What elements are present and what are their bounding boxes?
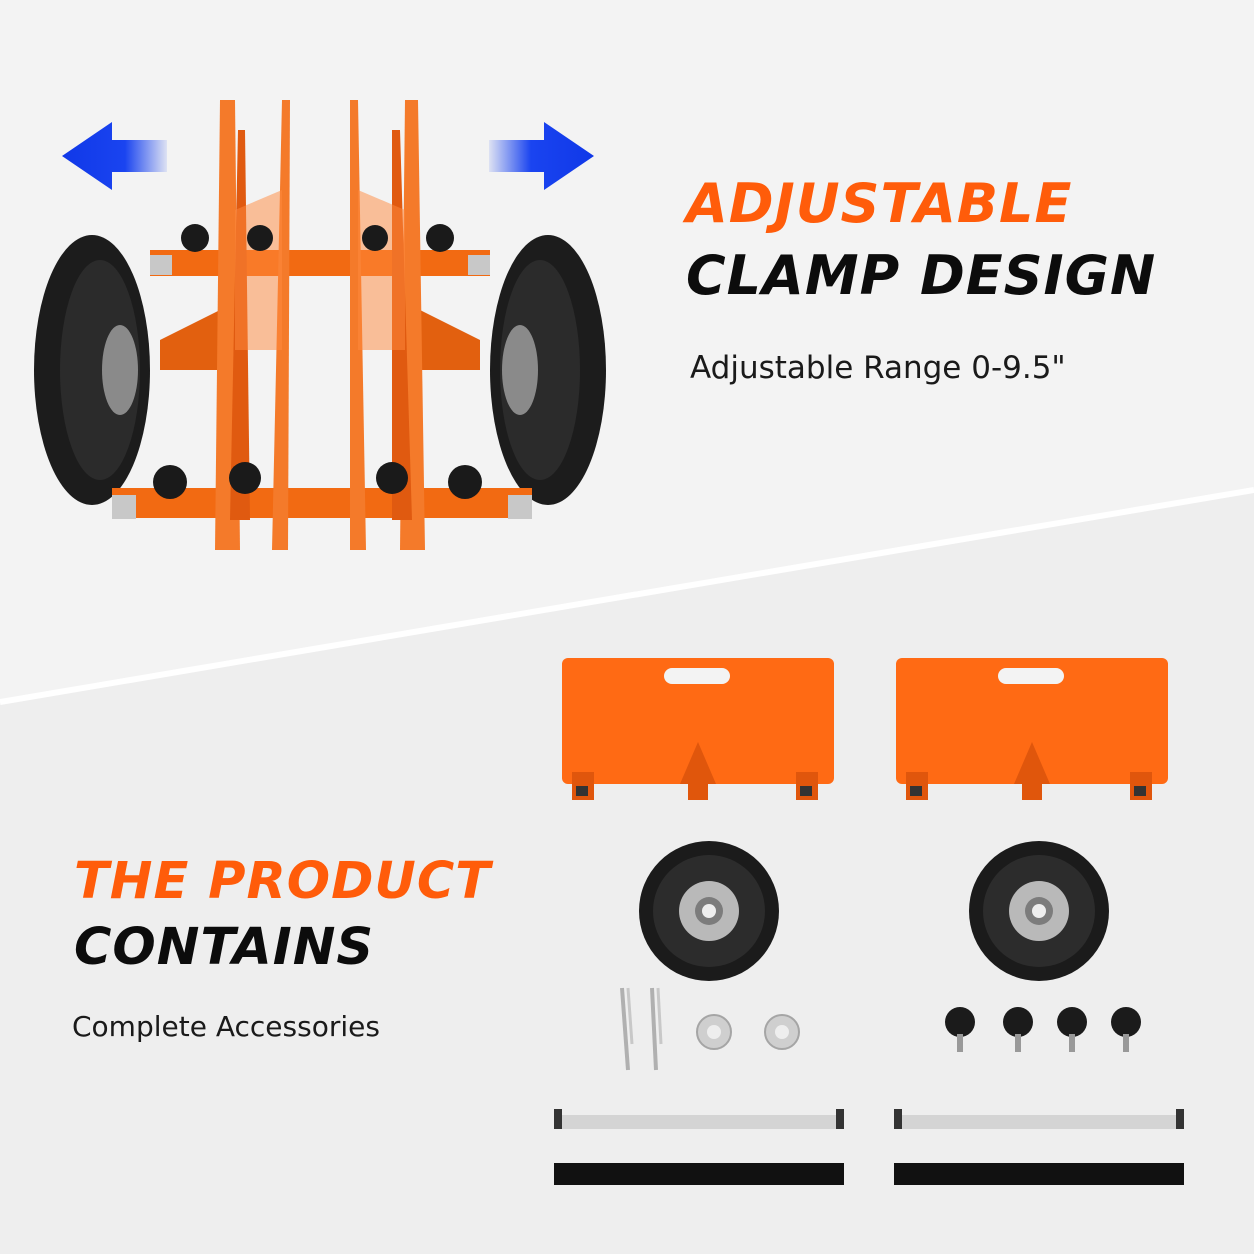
cotter-pins [620, 987, 663, 1071]
arrow-right-icon [489, 122, 594, 190]
subtitle-complete-accessories: Complete Accessories [72, 1010, 380, 1043]
wheel-right [969, 841, 1109, 981]
heading-contains: CONTAINS [74, 918, 375, 977]
arrow-left-icon [62, 122, 167, 190]
heading-clamp-design: CLAMP DESIGN [686, 244, 1157, 307]
clamp-plates [215, 100, 425, 550]
clamp-plate-right [896, 658, 1168, 800]
dolly-product-image [34, 100, 606, 550]
metal-bar-right [894, 1109, 1184, 1129]
clamp-plate-left [562, 658, 834, 800]
heading-the-product: THE PRODUCT [74, 852, 492, 911]
knob-set [945, 1007, 1141, 1052]
clamp-knobs [153, 224, 482, 499]
subtitle-adjustable-range: Adjustable Range 0-9.5" [690, 350, 1066, 386]
washers [696, 1014, 800, 1050]
rubber-strip-left [554, 1163, 844, 1185]
left-wheel [34, 235, 150, 505]
wheel-left [639, 841, 779, 981]
metal-bar-left [554, 1109, 844, 1129]
rear-bar [150, 250, 490, 276]
heading-adjustable: ADJUSTABLE [686, 172, 1073, 235]
right-wheel [490, 235, 606, 505]
rubber-strip-right [894, 1163, 1184, 1185]
